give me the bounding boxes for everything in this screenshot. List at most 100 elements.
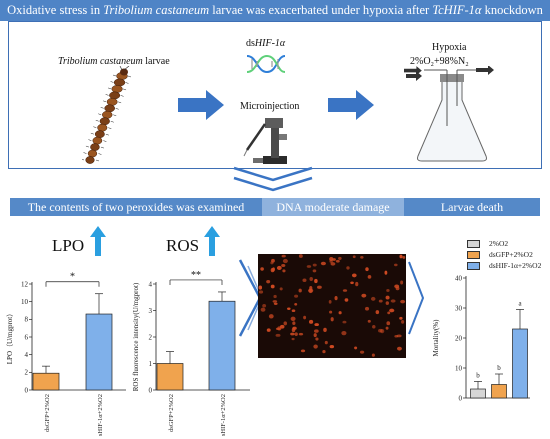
banner-gene: TcHIF-1α bbox=[432, 3, 482, 17]
hypoxia-label: Hypoxia bbox=[432, 42, 467, 53]
bar bbox=[156, 363, 184, 391]
y-tick-label: 12 bbox=[21, 280, 29, 288]
cell-nucleus bbox=[281, 254, 286, 258]
cell-nucleus bbox=[396, 334, 402, 338]
cell-nucleus bbox=[303, 315, 307, 320]
larvae-label: Tribolium castaneum larvae bbox=[58, 56, 170, 67]
larva-hair bbox=[85, 145, 90, 148]
x-category-label: dsHIF-1α+2%O2 bbox=[97, 394, 104, 436]
chevron-right-2-icon bbox=[408, 261, 425, 335]
cell-nucleus bbox=[313, 333, 317, 338]
cell-nucleus bbox=[282, 269, 286, 273]
cell-nucleus bbox=[314, 278, 318, 284]
larva-hair bbox=[118, 101, 122, 104]
cell-nucleus bbox=[399, 254, 403, 259]
cell-nucleus bbox=[298, 254, 303, 258]
y-tick-label: 2 bbox=[149, 333, 153, 341]
cell-nucleus bbox=[401, 320, 405, 324]
cell-nucleus bbox=[367, 319, 371, 323]
larva-hair bbox=[110, 81, 114, 83]
cell-nucleus bbox=[308, 288, 314, 293]
cell-nucleus bbox=[294, 302, 298, 306]
cell-nucleus bbox=[378, 328, 383, 333]
y-tick-label: 4 bbox=[149, 280, 153, 288]
cell-nucleus bbox=[290, 316, 296, 321]
cell-nucleus bbox=[270, 261, 274, 265]
cell-nucleus bbox=[393, 263, 398, 267]
larva-segment bbox=[109, 91, 121, 100]
cell-nucleus bbox=[329, 257, 334, 261]
larva-hair bbox=[120, 95, 124, 97]
legend-swatch bbox=[467, 250, 480, 259]
legend-item: dsHIF-1α+2%O2 bbox=[467, 260, 549, 271]
cell-nucleus bbox=[370, 296, 376, 301]
cell-nucleus bbox=[281, 263, 286, 268]
larva-hair bbox=[95, 159, 100, 162]
cell-nucleus bbox=[385, 326, 389, 330]
cell-nucleus bbox=[309, 277, 313, 282]
cell-nucleus bbox=[322, 349, 326, 354]
cell-nucleus bbox=[272, 300, 278, 303]
cell-nucleus bbox=[346, 266, 350, 270]
cell-nucleus bbox=[338, 256, 342, 260]
cell-nucleus bbox=[394, 284, 400, 289]
larva-segment bbox=[85, 156, 95, 164]
y-tick-label: 30 bbox=[455, 304, 463, 312]
y-tick-label: 20 bbox=[455, 334, 463, 342]
x-category-label: dsHIF-1α+2%O2 bbox=[220, 394, 227, 436]
x-category-label: dsGFP+2%O2 bbox=[44, 394, 51, 432]
cell-nucleus bbox=[390, 299, 396, 303]
cell-nucleus bbox=[328, 300, 332, 304]
cell-nucleus bbox=[361, 293, 367, 298]
cell-nucleus bbox=[342, 320, 347, 324]
cell-nucleus bbox=[291, 337, 295, 341]
larva-hair bbox=[103, 140, 107, 142]
cell-nucleus bbox=[352, 255, 356, 259]
microinjector-icon bbox=[243, 118, 287, 164]
larva-hair bbox=[113, 114, 117, 117]
larva-hair bbox=[93, 126, 97, 128]
cell-nucleus bbox=[344, 298, 349, 302]
y-tick-label: 1 bbox=[149, 360, 153, 368]
banner-species: Tribolium castaneum bbox=[103, 3, 210, 17]
larva-hair bbox=[108, 127, 112, 129]
larva-segment bbox=[99, 117, 110, 126]
cell-nucleus bbox=[277, 326, 282, 331]
cell-nucleus bbox=[314, 329, 319, 333]
larva-segment bbox=[104, 104, 115, 113]
legend-label: dsGFP+2%O2 bbox=[489, 250, 533, 259]
larva-hair bbox=[105, 94, 109, 96]
bar bbox=[512, 328, 528, 399]
larva-segment bbox=[113, 78, 126, 87]
lpo-label: LPO bbox=[52, 236, 85, 255]
cell-nucleus bbox=[313, 344, 318, 349]
cell-nucleus bbox=[260, 307, 266, 312]
cell-nucleus bbox=[330, 317, 334, 322]
mortality-legend: 2%O2 dsGFP+2%O2 dsHIF-1α+2%O2 bbox=[467, 238, 549, 271]
cell-nucleus bbox=[268, 314, 274, 319]
larva-segment bbox=[97, 123, 108, 132]
y-axis-label: Mortality(%) bbox=[432, 319, 440, 357]
cell-nucleus bbox=[324, 340, 328, 345]
cell-nucleus bbox=[351, 273, 357, 278]
stage-bar-larvae-death: Larvae death bbox=[404, 198, 540, 216]
larva-hair bbox=[83, 152, 87, 154]
bar bbox=[32, 372, 60, 391]
x-category-label: dsGFP+2%O2 bbox=[168, 394, 175, 432]
larva-hair bbox=[107, 87, 112, 90]
cell-nucleus bbox=[334, 296, 338, 301]
cell-nucleus bbox=[306, 265, 312, 268]
comet-assay-micrograph bbox=[258, 254, 406, 358]
cell-nucleus bbox=[258, 290, 264, 294]
cell-nucleus bbox=[262, 303, 267, 308]
cell-nucleus bbox=[279, 287, 283, 291]
larva-hair bbox=[112, 74, 117, 77]
cell-nucleus bbox=[329, 310, 333, 314]
cell-nucleus bbox=[323, 327, 327, 333]
microinjection-label: Microinjection bbox=[240, 101, 300, 112]
cell-nucleus bbox=[378, 299, 383, 303]
chevron-down-icon bbox=[233, 166, 313, 192]
cell-nucleus bbox=[399, 316, 403, 320]
significance-letter: a bbox=[518, 300, 522, 308]
